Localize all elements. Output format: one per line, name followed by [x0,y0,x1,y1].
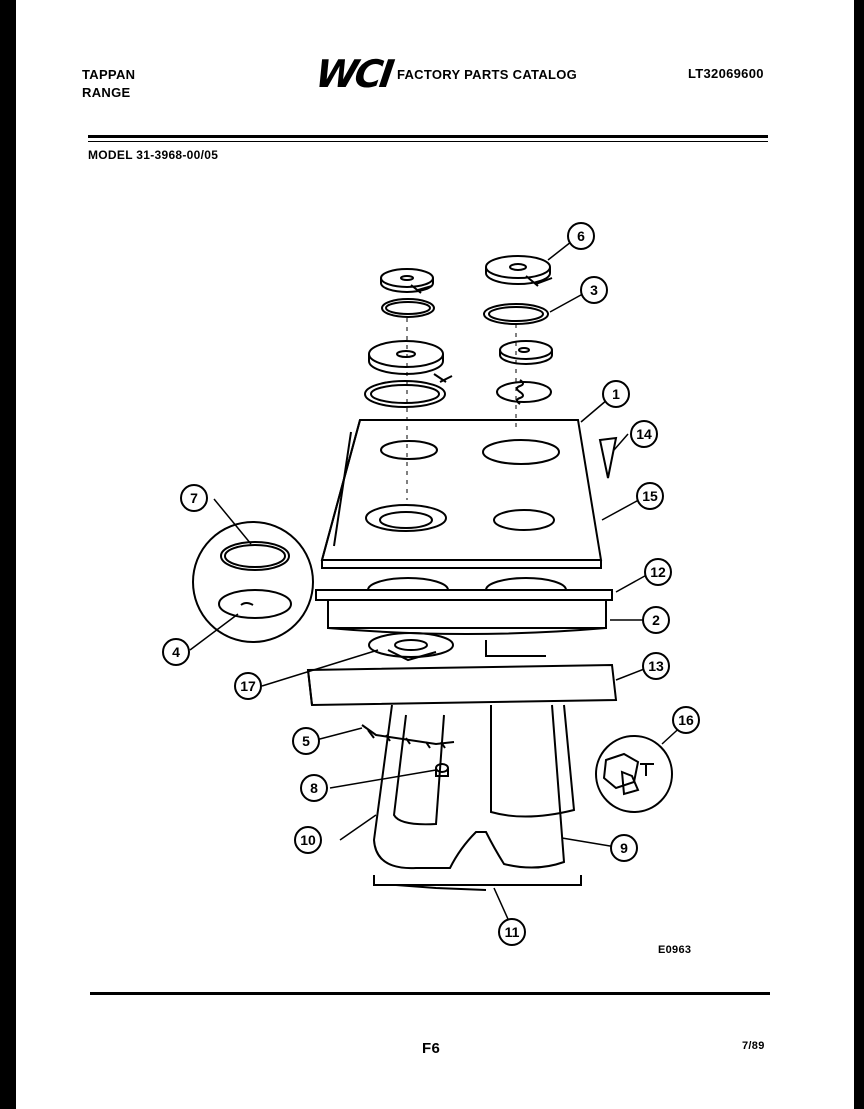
main-burner-assembly [368,632,546,662]
callout-5: 5 [292,727,320,755]
callout-circle [567,222,595,250]
callout-number: 2 [652,612,660,628]
callout-number: 15 [642,488,658,504]
callout-circle [610,834,638,862]
bottom-frame [373,875,582,891]
page-number: F6 [422,1040,441,1057]
callout-10: 10 [294,826,322,854]
callout-14: 14 [630,420,658,448]
clip-part [598,436,618,479]
callout-13: 13 [642,652,670,680]
callout-4: 4 [162,638,190,666]
catalog-number: LT32069600 [688,66,764,81]
cooktop-main-top [320,419,603,569]
callout-circle [180,484,208,512]
burner-coil-front-right [496,379,552,405]
burner-cap-front-left [368,340,453,383]
brand-block: TAPPAN RANGE [82,66,135,102]
callout-8: 8 [300,774,328,802]
callout-circle [300,774,328,802]
callout-circle [234,672,262,700]
detail-circle-knob [595,735,673,813]
callout-number: 8 [310,780,318,796]
callout-number: 16 [678,712,694,728]
callout-circle [642,606,670,634]
catalog-title: FACTORY PARTS CATALOG [396,66,578,82]
callout-number: 10 [300,832,316,848]
callout-12: 12 [644,558,672,586]
burner-cap-rear-right [485,255,553,287]
header-rule-bottom [88,141,768,142]
callout-number: 1 [612,386,620,402]
callout-circle [642,652,670,680]
burner-ring-rear-left [381,298,435,318]
callout-number: 13 [648,658,664,674]
callout-1: 1 [602,380,630,408]
callout-3: 3 [580,276,608,304]
cooktop-gasket [315,577,613,601]
burner-ring-front-left [364,380,446,408]
callout-number: 9 [620,840,628,856]
burner-valve-bracket [361,724,455,749]
callout-circle [672,706,700,734]
callout-16: 16 [672,706,700,734]
callout-number: 11 [505,924,520,940]
callout-circle [602,380,630,408]
callout-6: 6 [567,222,595,250]
product-type: RANGE [82,85,131,100]
burner-tubes [372,704,576,870]
callout-circle [294,826,322,854]
footer-rule [90,992,770,995]
callout-number: 7 [190,490,198,506]
brand-name: TAPPAN [82,67,136,82]
callout-number: 17 [240,678,256,694]
detail-circle-rings [192,521,314,643]
callout-circle [636,482,664,510]
orifice-fitting [435,763,449,777]
date-code: 7/89 [742,1040,765,1052]
callout-17: 17 [234,672,262,700]
callout-number: 3 [590,282,598,298]
callout-number: 14 [636,426,652,442]
callout-circle [498,918,526,946]
callout-circle [630,420,658,448]
callout-number: 6 [577,228,585,244]
callout-number: 12 [650,564,666,580]
callout-number: 4 [172,644,180,660]
callout-11: 11 [498,918,526,946]
burner-cap-front-right [499,340,553,365]
callout-15: 15 [636,482,664,510]
callout-7: 7 [180,484,208,512]
callout-2: 2 [642,606,670,634]
callout-number: 5 [302,733,310,749]
burner-cap-rear-left [380,268,434,294]
drawing-code: E0963 [658,944,692,956]
header-rule-top [88,135,768,138]
manifold-panel [306,663,618,707]
model-number: MODEL 31-3968-00/05 [88,148,219,162]
callout-9: 9 [610,834,638,862]
catalog-page: TAPPAN RANGE WCI FACTORY PARTS CATALOG L… [16,0,854,1109]
callout-circle [162,638,190,666]
callout-circle [580,276,608,304]
burner-ring-rear-right [483,303,549,325]
burner-box [327,600,607,635]
callout-circle [292,727,320,755]
catalog-heading: WCI FACTORY PARTS CATALOG [313,52,578,96]
callout-circle [644,558,672,586]
